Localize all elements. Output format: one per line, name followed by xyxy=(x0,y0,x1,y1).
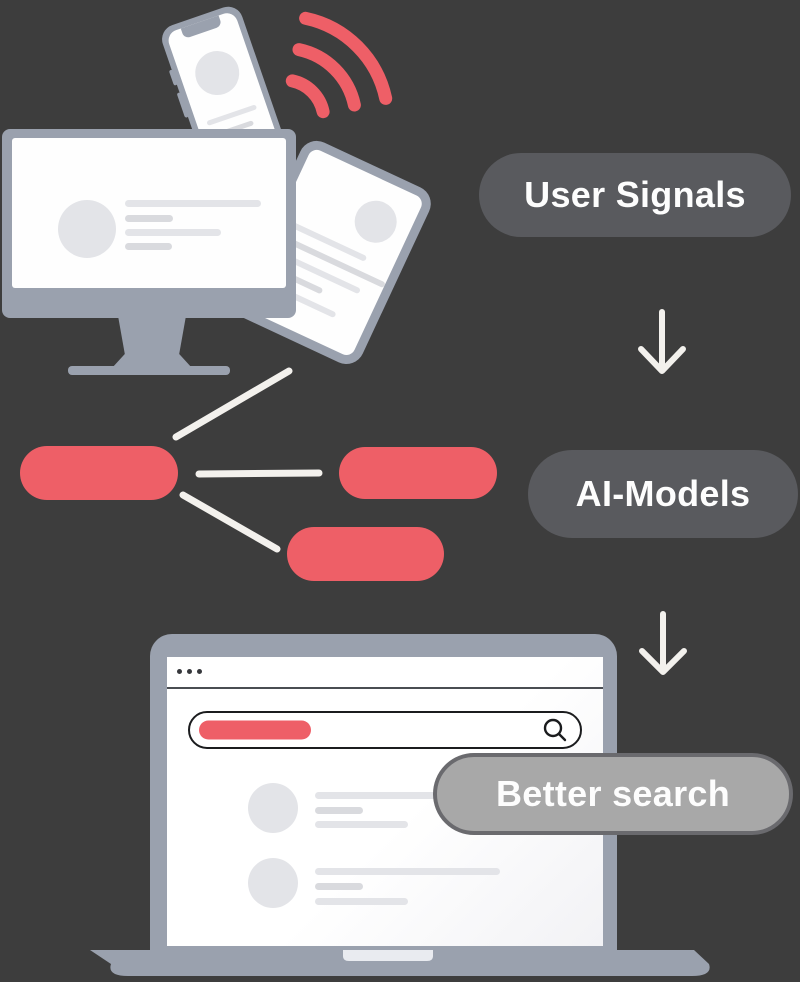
flow-step-better-search: Better search xyxy=(433,753,793,835)
result-text-line xyxy=(315,792,505,799)
flow-step-label: AI-Models xyxy=(575,473,751,514)
phone-notch xyxy=(180,15,223,39)
desktop-monitor-illustration xyxy=(2,129,296,318)
text-placeholder-line xyxy=(125,243,172,250)
model-node-pill xyxy=(287,527,444,581)
text-placeholder-line xyxy=(125,215,173,222)
result-text-line xyxy=(315,807,363,814)
flow-step-label: User Signals xyxy=(524,174,746,215)
result-text-line xyxy=(315,868,500,875)
laptop-trackpad-notch xyxy=(343,950,433,961)
connector-line xyxy=(179,491,281,553)
monitor-screen xyxy=(12,138,286,288)
model-node-pill xyxy=(339,447,497,499)
model-node-pill xyxy=(20,446,178,500)
flow-step-label: Better search xyxy=(495,773,730,814)
connector-line xyxy=(172,367,293,441)
result-text-line xyxy=(315,898,408,905)
down-arrow-icon xyxy=(638,309,686,374)
wifi-signal-icon xyxy=(285,11,393,119)
down-arrow-icon xyxy=(639,611,687,675)
window-divider xyxy=(167,687,603,689)
phone-side-button xyxy=(168,69,178,86)
laptop-base xyxy=(90,950,710,976)
avatar-placeholder xyxy=(189,45,246,102)
result-text-line xyxy=(315,883,363,890)
flow-step-ai-models: AI-Models xyxy=(528,450,798,538)
search-query-placeholder xyxy=(199,720,311,740)
avatar-placeholder xyxy=(347,193,404,250)
text-placeholder-line xyxy=(125,229,221,236)
avatar-placeholder xyxy=(58,200,116,258)
result-avatar-placeholder xyxy=(248,783,298,833)
monitor-stand-neck xyxy=(112,318,192,368)
monitor-stand-base xyxy=(68,366,230,375)
result-text-line xyxy=(315,821,408,828)
result-avatar-placeholder xyxy=(248,858,298,908)
text-placeholder-line xyxy=(125,200,261,207)
flow-step-user-signals: User Signals xyxy=(479,153,791,237)
connector-line xyxy=(195,469,323,478)
search-bar xyxy=(188,711,582,749)
window-dots-icon xyxy=(177,669,202,674)
search-magnifier-icon xyxy=(543,718,567,742)
